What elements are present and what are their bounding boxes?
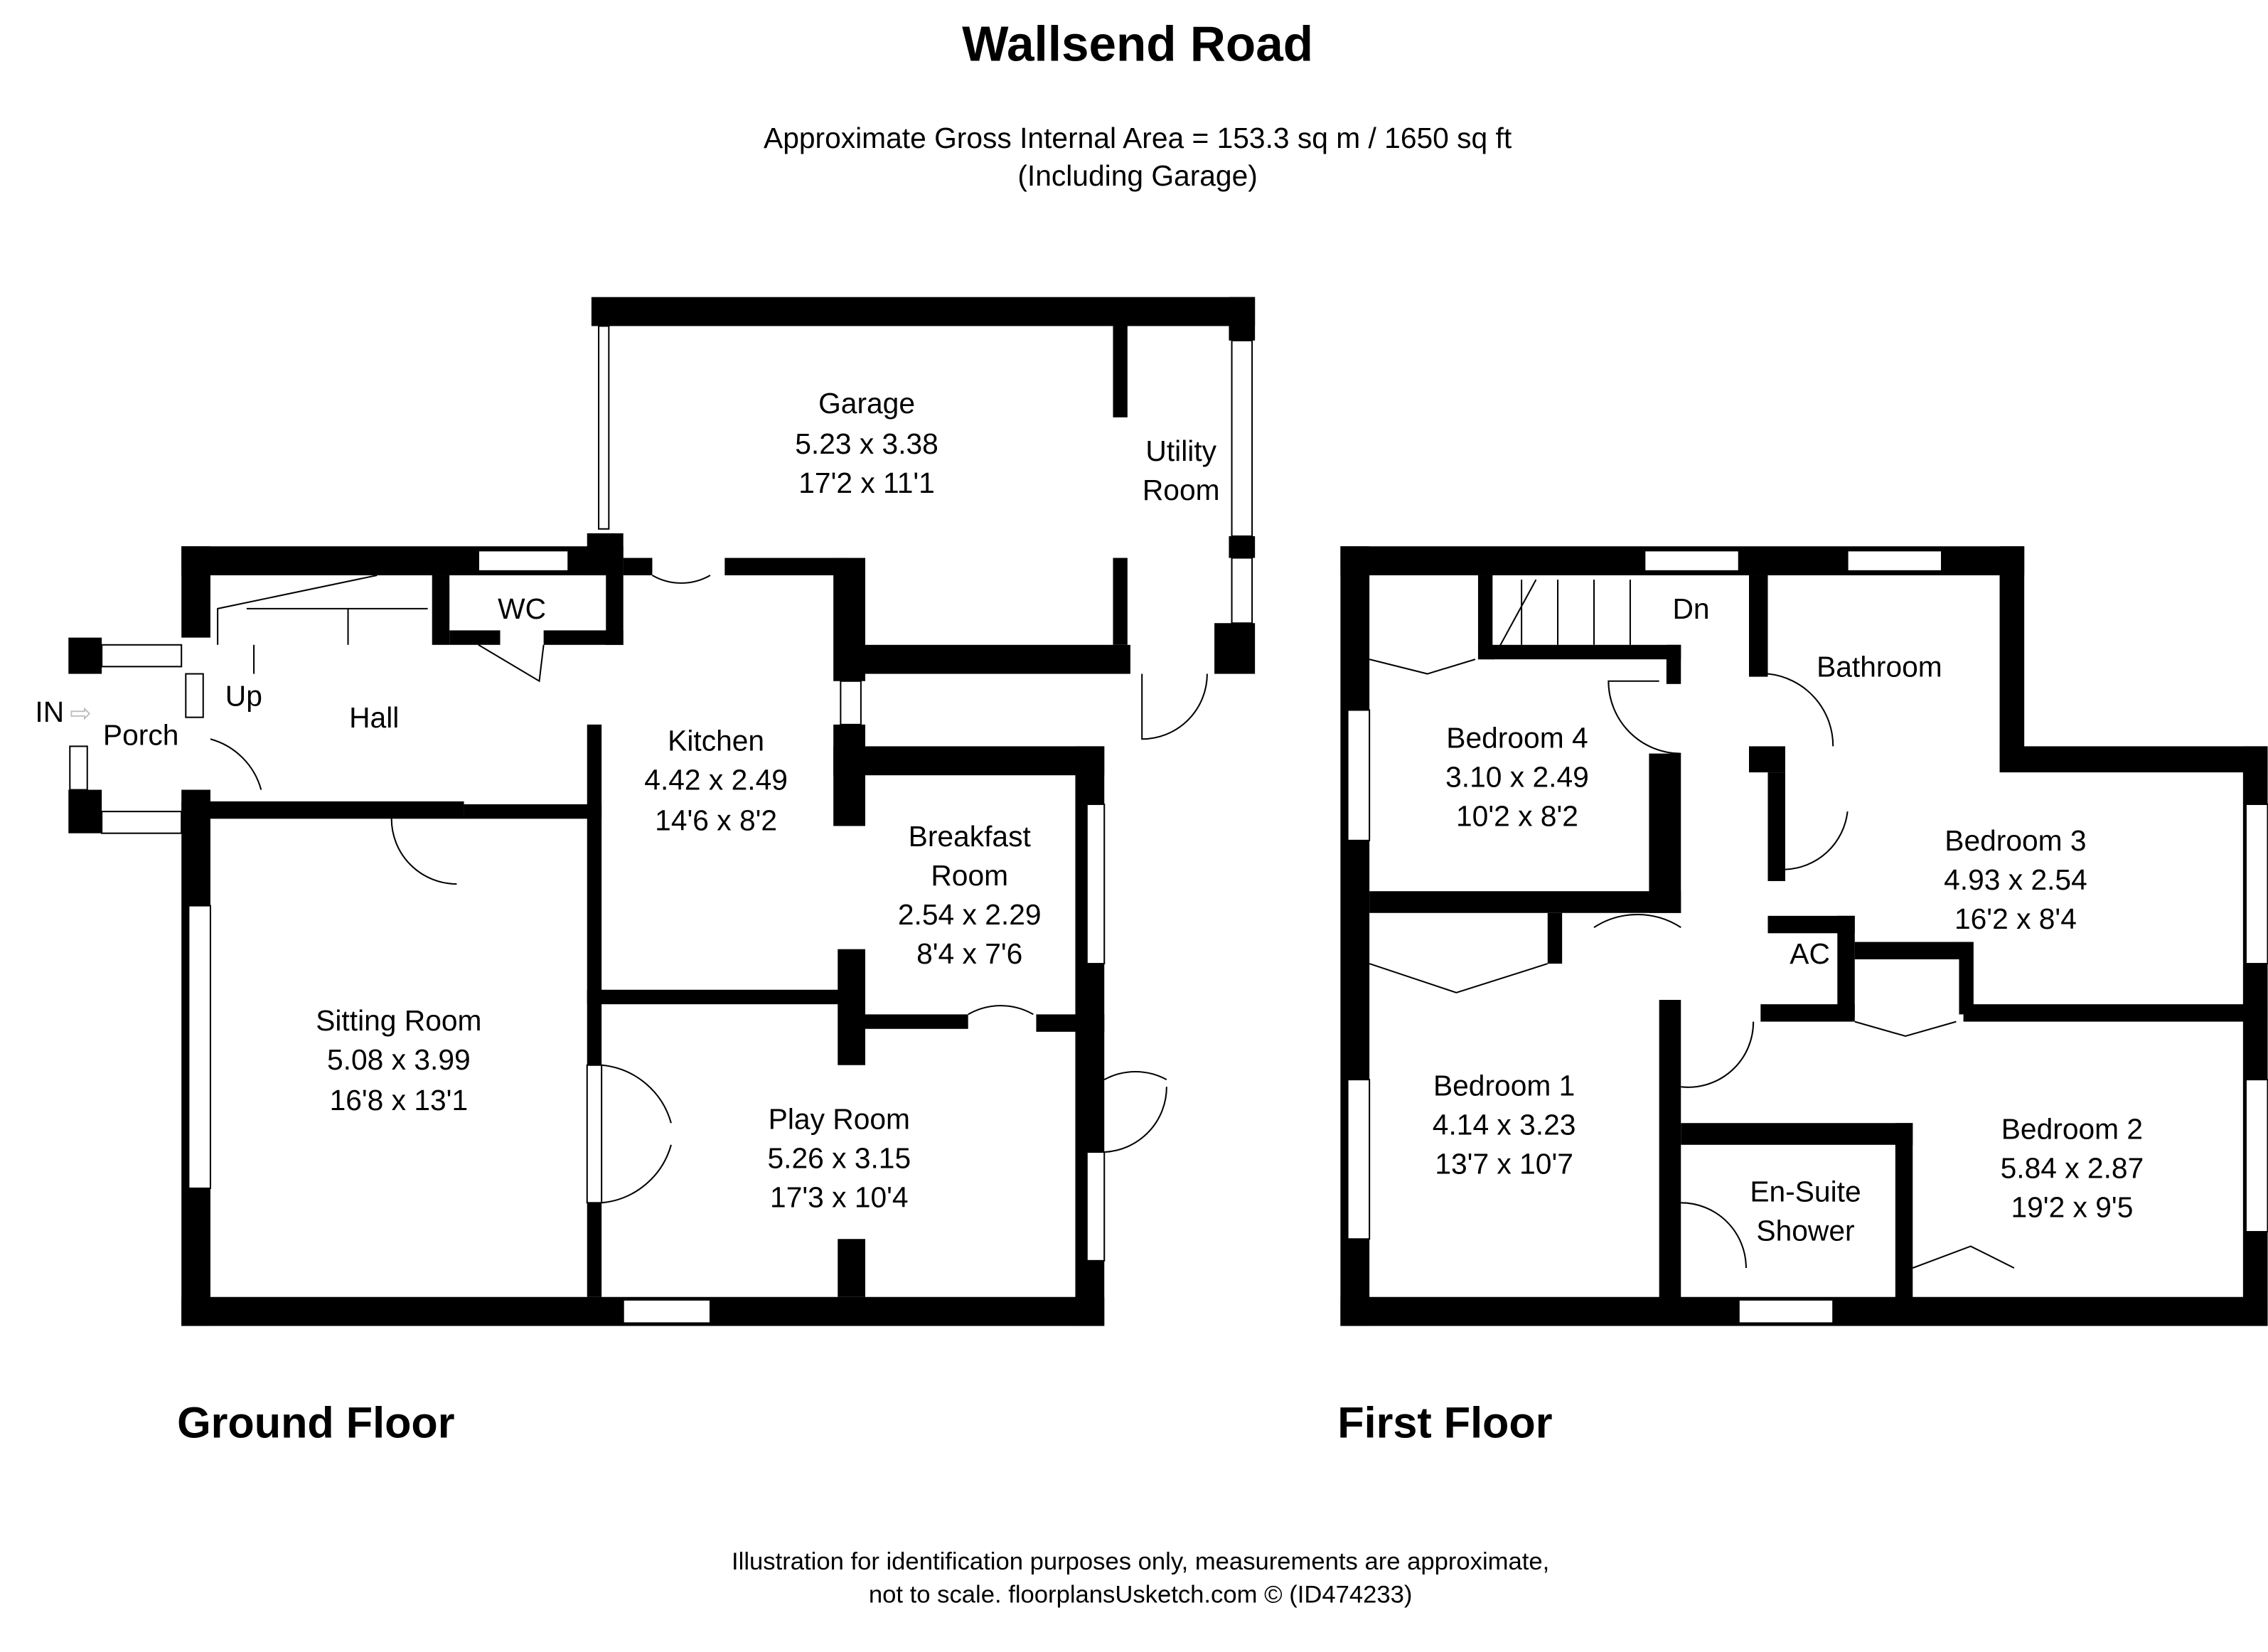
utility-name-2: Room [1143,474,1220,506]
page-title: Wallsend Road [962,16,1313,72]
breakfast-name-2: Room [931,859,1008,892]
breakfast-imperial: 8'4 x 7'6 [916,937,1022,970]
ac-label: AC [1790,937,1830,970]
entry-arrow-icon: ⇨ [70,698,92,728]
kitchen-name: Kitchen [668,725,764,757]
bedroom4-name: Bedroom 4 [1446,721,1588,754]
play-metric: 5.26 x 3.15 [767,1141,911,1174]
ground-floor-walls [68,297,1256,1326]
bedroom2-name: Bedroom 2 [2001,1113,2143,1146]
ground-floor-labels: Garage 5.23 x 3.38 17'2 x 11'1 Utility R… [35,387,1219,1447]
kitchen-imperial: 14'6 x 8'2 [655,804,777,837]
garage-metric: 5.23 x 3.38 [795,427,938,460]
stairs-up-label: Up [225,679,262,712]
breakfast-name: Breakfast [909,820,1032,853]
play-name: Play Room [769,1102,910,1135]
bedroom3-imperial: 16'2 x 8'4 [1954,902,2077,935]
entry-label: IN [35,696,64,728]
first-floor-labels: Dn Bathroom AC Bedroom 4 3.10 x 2.49 10'… [1337,592,2144,1446]
play-imperial: 17'3 x 10'4 [770,1181,909,1213]
bedroom4-metric: 3.10 x 2.49 [1445,760,1589,793]
header: Wallsend Road Approximate Gross Internal… [764,16,1512,192]
bedroom1-name: Bedroom 1 [1433,1070,1575,1102]
ensuite-name-2: Shower [1756,1214,1854,1247]
area-text: Approximate Gross Internal Area = 153.3 … [764,122,1512,154]
area-note: (Including Garage) [1017,159,1258,192]
bathroom-label: Bathroom [1817,651,1942,683]
stairs-down-label: Dn [1672,592,1709,625]
footer: Illustration for identification purposes… [732,1548,1549,1609]
first-floor-label: First Floor [1337,1398,1552,1446]
bedroom4-imperial: 10'2 x 8'2 [1456,800,1578,833]
hall-label: Hall [349,701,399,734]
first-floor-walls [1340,546,2268,1326]
garage-name: Garage [818,387,915,420]
breakfast-metric: 2.54 x 2.29 [898,898,1042,931]
bedroom3-name: Bedroom 3 [1945,824,2086,857]
sitting-imperial: 16'8 x 13'1 [330,1084,469,1117]
utility-name: Utility [1145,435,1216,467]
porch-label: Porch [103,718,178,751]
garage-imperial: 17'2 x 11'1 [798,467,935,499]
sitting-name: Sitting Room [316,1004,481,1037]
ensuite-name: En-Suite [1750,1175,1861,1208]
wc-label: WC [498,592,546,625]
bedroom1-metric: 4.14 x 3.23 [1433,1109,1576,1141]
bedroom1-imperial: 13'7 x 10'7 [1435,1148,1573,1181]
disclaimer-line-2: not to scale. floorplansUsketch.com © (I… [869,1582,1413,1609]
bedroom2-metric: 5.84 x 2.87 [2001,1152,2144,1185]
bedroom2-imperial: 19'2 x 9'5 [2011,1191,2133,1224]
ground-floor-label: Ground Floor [177,1398,454,1446]
bedroom3-metric: 4.93 x 2.54 [1944,863,2087,896]
sitting-metric: 5.08 x 3.99 [327,1043,471,1076]
kitchen-metric: 4.42 x 2.49 [644,764,788,796]
disclaimer-line-1: Illustration for identification purposes… [732,1548,1549,1575]
